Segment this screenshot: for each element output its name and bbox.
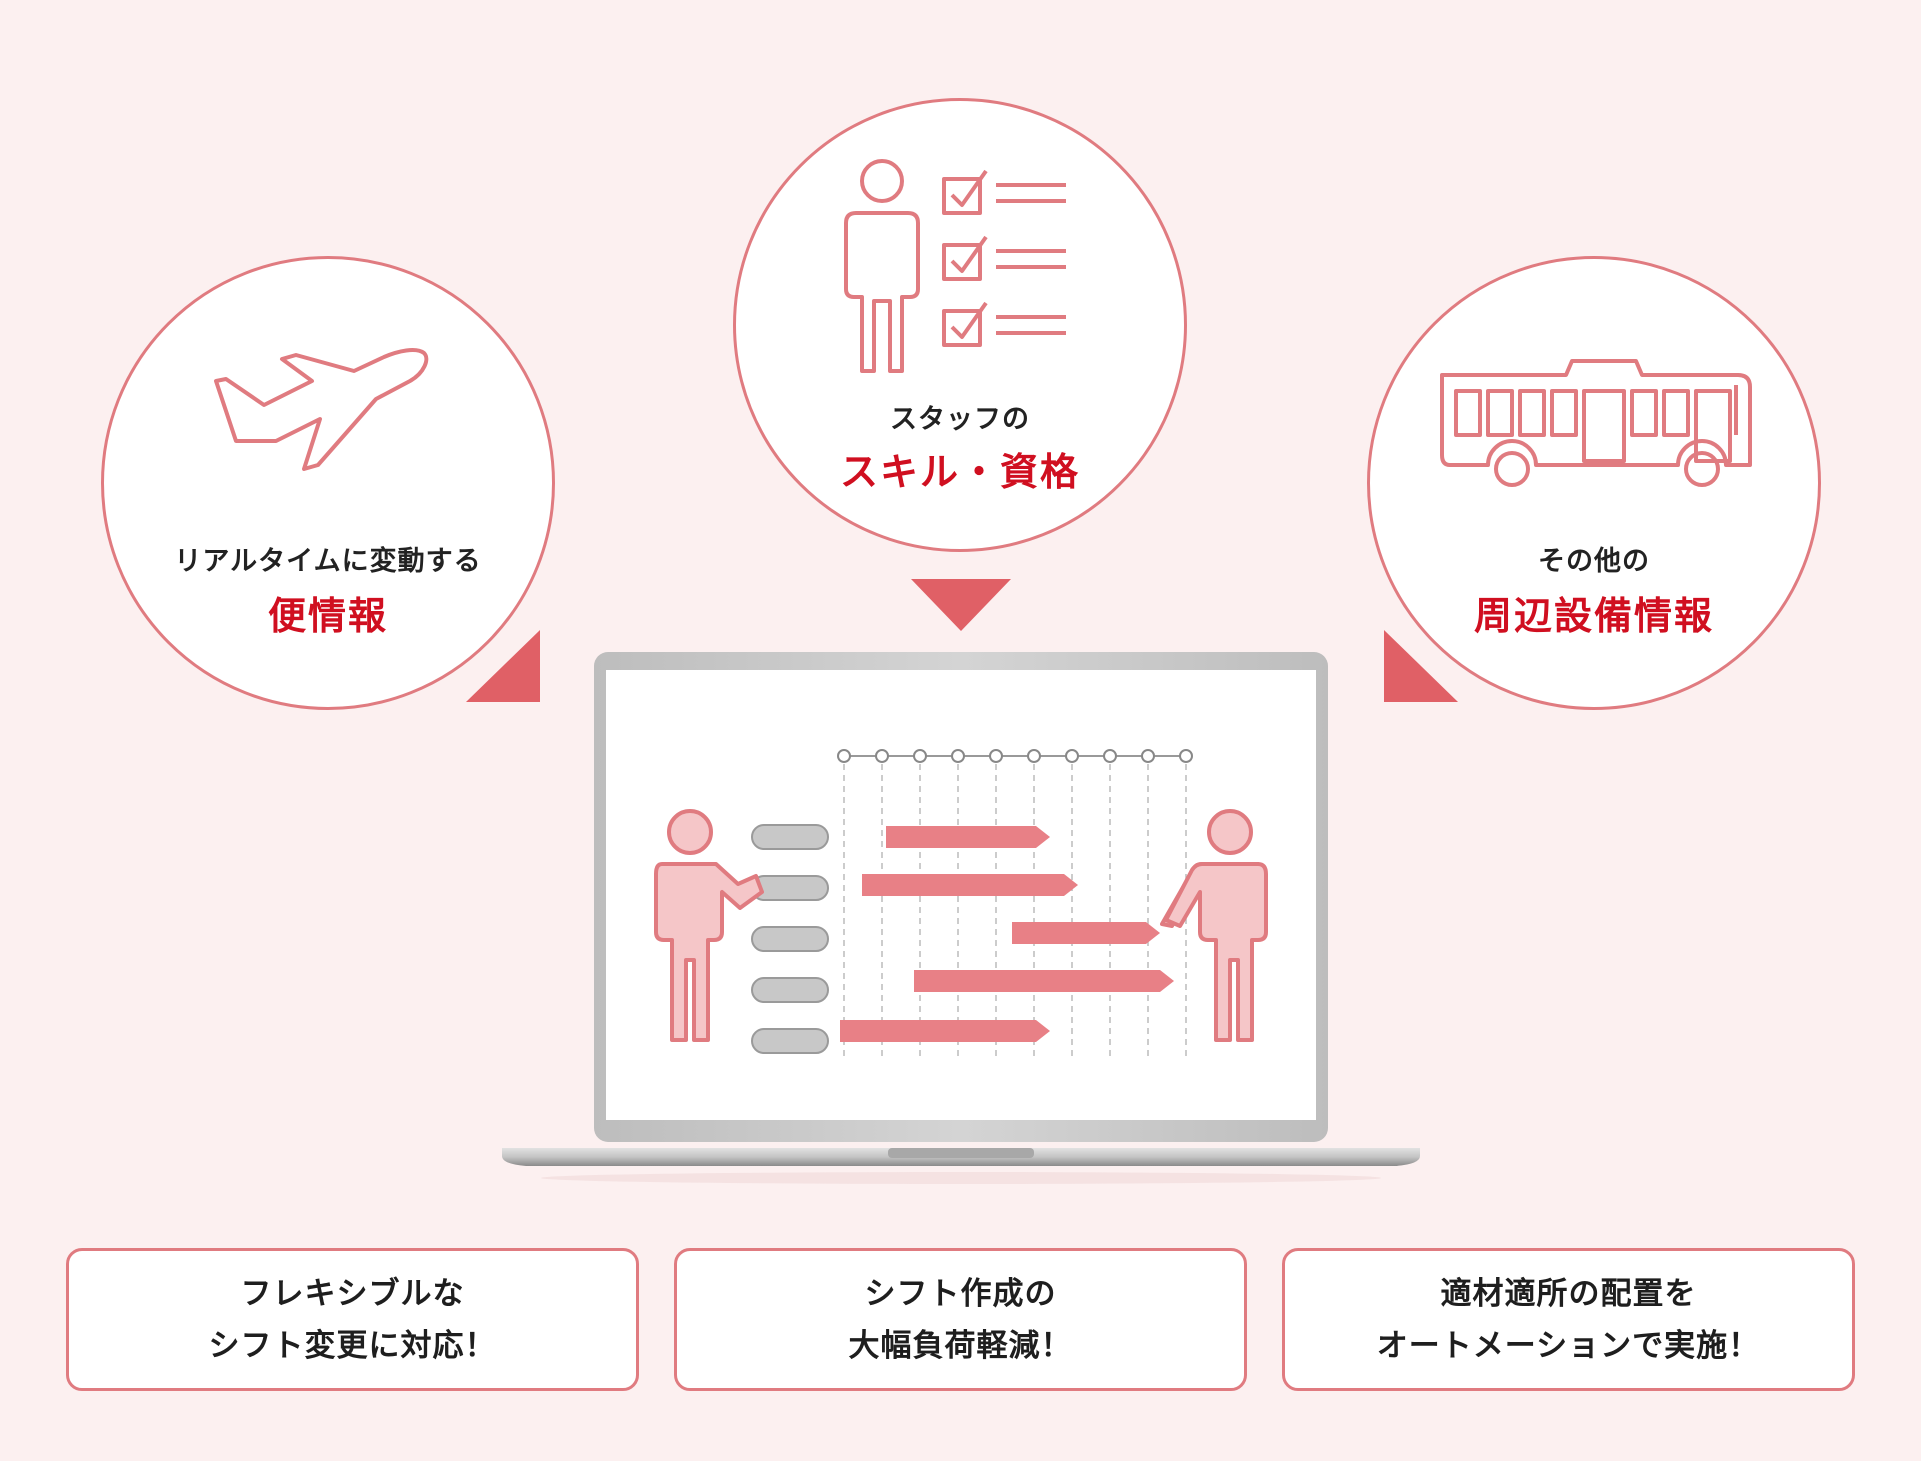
staff-checklist-icon — [844, 159, 1066, 373]
left-pointer-arrow — [466, 630, 540, 702]
benefit-box-workload-reduction: シフト作成の 大幅負荷軽減！ — [674, 1248, 1247, 1391]
staff-skills-title: スキル・資格 — [839, 450, 1080, 494]
flight-info-circle: リアルタイムに変動する 便情報 — [101, 256, 555, 710]
staff-list-pills — [751, 824, 829, 1054]
staff-skills-label: スタッフの — [890, 404, 1030, 435]
left-person-figure — [654, 809, 764, 1042]
facility-info-label: その他の — [1538, 546, 1650, 577]
flight-info-title: 便情報 — [267, 594, 388, 638]
staff-skills-circle: スタッフの スキル・資格 — [733, 98, 1187, 552]
benefit-line: フレキシブルな — [240, 1275, 465, 1312]
airplane-icon — [214, 348, 429, 471]
benefit-box-flexible-shift: フレキシブルな シフト変更に対応！ — [66, 1248, 639, 1391]
timeline-axis — [837, 749, 1193, 1060]
benefit-line: シフト作成の — [864, 1275, 1057, 1312]
right-person-figure — [1160, 809, 1268, 1042]
benefit-line: シフト変更に対応！ — [208, 1327, 497, 1364]
right-pointer-arrow — [1384, 630, 1458, 702]
gantt-bars — [840, 826, 1174, 1042]
benefit-box-automated-placement: 適材適所の配置を オートメーションで実施！ — [1282, 1248, 1855, 1391]
facility-info-title: 周辺設備情報 — [1473, 594, 1714, 638]
benefit-line: 大幅負荷軽減！ — [848, 1327, 1073, 1364]
laptop — [496, 652, 1426, 1192]
benefit-line: オートメーションで実施！ — [1376, 1327, 1761, 1364]
shift-schedule-gantt-icon — [654, 749, 1268, 1060]
facility-info-circle: その他の 周辺設備情報 — [1367, 256, 1821, 710]
center-pointer-arrow — [911, 579, 1011, 631]
bus-icon — [1440, 359, 1752, 487]
flight-info-label: リアルタイムに変動する — [174, 546, 482, 577]
benefit-line: 適材適所の配置を — [1440, 1275, 1697, 1312]
